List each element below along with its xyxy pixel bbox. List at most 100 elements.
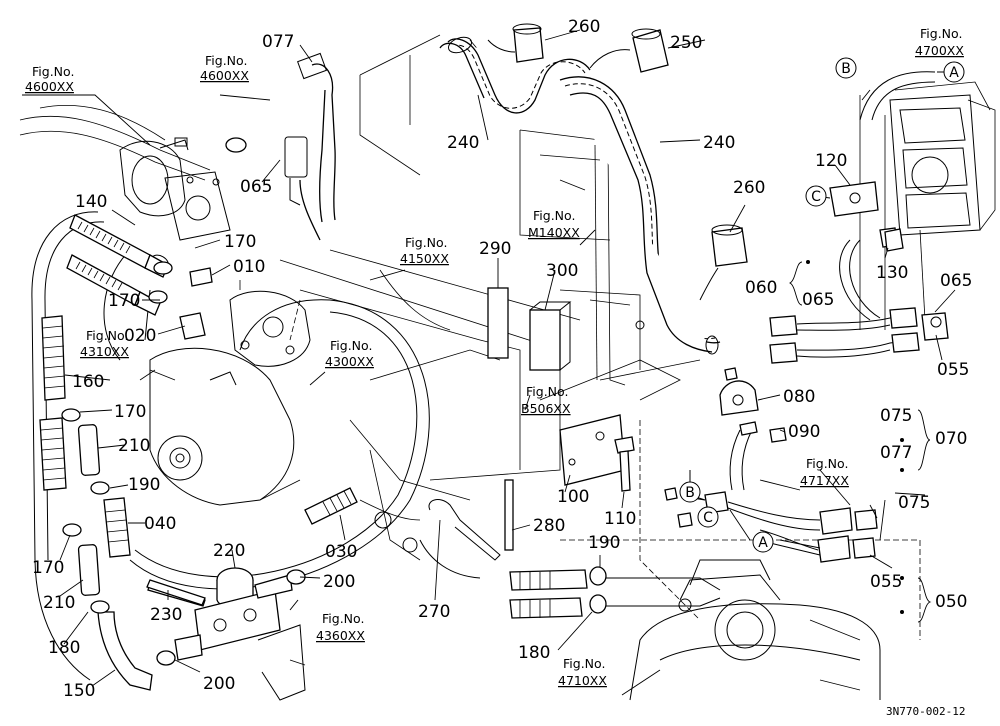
fig-ref-4717-code: 4717XX xyxy=(800,473,849,488)
part-label-160: 160 xyxy=(72,372,104,392)
part-label-130: 130 xyxy=(876,263,908,283)
connector-b-circle-bottom xyxy=(679,481,701,503)
corrugated-hose-040 xyxy=(103,497,131,558)
clamps xyxy=(61,137,607,666)
part-label-065-top: 065 xyxy=(240,177,272,197)
figure-references: Fig.No. 4600XX Fig.No. 4600XX Fig.No. 47… xyxy=(25,26,964,688)
part-label-075-top: 075 xyxy=(880,406,912,426)
solenoid-valve-220 xyxy=(147,567,293,661)
connector-a-circle-bottom xyxy=(752,531,774,553)
connector-b-letter-top: B xyxy=(841,61,851,77)
part-label-110: 110 xyxy=(604,509,636,529)
connector-c-circle-top xyxy=(805,185,827,207)
part-label-170-b: 170 xyxy=(108,291,140,311)
fig-ref-4360-code: 4360XX xyxy=(316,628,365,643)
part-label-280: 280 xyxy=(533,516,565,536)
part-label-055-bottom: 055 xyxy=(870,572,902,592)
part-label-050: 050 xyxy=(935,592,967,612)
part-label-260-right: 260 xyxy=(733,178,765,198)
part-label-100: 100 xyxy=(557,487,589,507)
connector-c-circle-bottom xyxy=(697,506,719,528)
fig-ref-m140-label: Fig.No. xyxy=(533,208,575,223)
part-label-240-left: 240 xyxy=(447,133,479,153)
fig-ref-4700-label: Fig.No. xyxy=(920,26,962,41)
fig-ref-m140-code: M140XX xyxy=(528,225,580,240)
part-label-077-top: 077 xyxy=(262,32,294,52)
corrugated-hose-030 xyxy=(304,487,358,525)
part-label-065-right: 065 xyxy=(940,271,972,291)
part-number-labels: 077 260 250 240 240 065 140 170 010 170 … xyxy=(32,17,972,701)
fig-ref-4600-mid-code: 4600XX xyxy=(200,68,249,83)
fig-ref-4300-label: Fig.No. xyxy=(330,338,372,353)
part-label-270: 270 xyxy=(418,602,450,622)
hoses-drawing xyxy=(31,23,949,701)
part-label-220: 220 xyxy=(213,541,245,561)
connector-a-circle-top xyxy=(943,61,965,83)
fig-ref-4710-label: Fig.No. xyxy=(563,656,605,671)
part-label-077-right: 077 xyxy=(880,443,912,463)
fig-ref-4717-label: Fig.No. xyxy=(806,456,848,471)
fig-ref-b506-label: Fig.No. xyxy=(526,384,568,399)
corrugated-hose-160 xyxy=(66,254,161,316)
connector-c-letter-top: C xyxy=(811,189,821,205)
part-label-190-left: 190 xyxy=(128,475,160,495)
part-label-040: 040 xyxy=(144,514,176,534)
part-label-120: 120 xyxy=(815,151,847,171)
connector-harness-lower xyxy=(689,421,878,563)
part-label-030: 030 xyxy=(325,542,357,562)
connector-a-letter-bottom: A xyxy=(758,535,768,551)
connector-labels: B A C B C A xyxy=(679,57,965,614)
part-label-250: 250 xyxy=(670,33,702,53)
leader-lines xyxy=(22,29,956,696)
part-label-150: 150 xyxy=(63,681,95,701)
part-label-170-a: 170 xyxy=(224,232,256,252)
fig-ref-4310-label: Fig.No. xyxy=(86,328,128,343)
fig-ref-4310-code: 4310XX xyxy=(80,344,129,359)
part-label-180-left: 180 xyxy=(48,638,80,658)
part-label-140: 140 xyxy=(75,192,107,212)
part-label-090: 090 xyxy=(788,422,820,442)
fig-ref-4300-code: 4300XX xyxy=(325,354,374,369)
fig-ref-4700-code: 4700XX xyxy=(915,43,964,58)
fig-ref-4360-label: Fig.No. xyxy=(322,611,364,626)
part-label-170-c: 170 xyxy=(114,402,146,422)
part-label-075-bottom: 075 xyxy=(898,493,930,513)
part-label-055-top: 055 xyxy=(937,360,969,380)
part-label-180-bottom: 180 xyxy=(518,643,550,663)
part-label-240-right: 240 xyxy=(703,133,735,153)
thermostat-housing-drawing xyxy=(119,137,231,241)
connector-a-letter-top: A xyxy=(949,65,959,81)
part-label-190-bottom: 190 xyxy=(588,533,620,553)
connector-c-letter-bottom: C xyxy=(703,510,713,526)
fig-ref-4150-label: Fig.No. xyxy=(405,235,447,250)
part-label-300: 300 xyxy=(546,261,578,281)
drawing-code: 3N770-002-12 xyxy=(886,705,965,718)
part-label-200-right: 200 xyxy=(323,572,355,592)
part-label-020: 020 xyxy=(124,326,156,346)
fig-ref-4710-code: 4710XX xyxy=(558,673,607,688)
part-label-060: 060 xyxy=(745,278,777,298)
fig-ref-4600-left-label: Fig.No. xyxy=(32,64,74,79)
part-label-260-top: 260 xyxy=(568,17,600,37)
part-label-210-b: 210 xyxy=(43,593,75,613)
frame-drawing xyxy=(19,34,921,640)
water-pump-drawing xyxy=(139,280,311,506)
connector-harness xyxy=(769,71,949,364)
motor-assembly-drawing xyxy=(859,81,996,330)
fig-ref-b506-code: B506XX xyxy=(521,401,571,416)
part-label-065-mid: 065 xyxy=(802,290,834,310)
part-label-010: 010 xyxy=(233,257,265,277)
part-label-170-d: 170 xyxy=(32,558,64,578)
connector-b-letter-bottom: B xyxy=(685,485,695,501)
expansion-tank-drawing xyxy=(629,559,881,701)
part-label-070: 070 xyxy=(935,429,967,449)
fig-ref-4150-code: 4150XX xyxy=(400,251,449,266)
part-label-210-a: 210 xyxy=(118,436,150,456)
corrugated-hose-vertical xyxy=(39,315,67,491)
connector-b-circle-top xyxy=(835,57,857,79)
part-label-290: 290 xyxy=(479,239,511,259)
corrugated-hoses-lower xyxy=(419,539,721,619)
fig-ref-4600-left-code: 4600XX xyxy=(25,79,74,94)
